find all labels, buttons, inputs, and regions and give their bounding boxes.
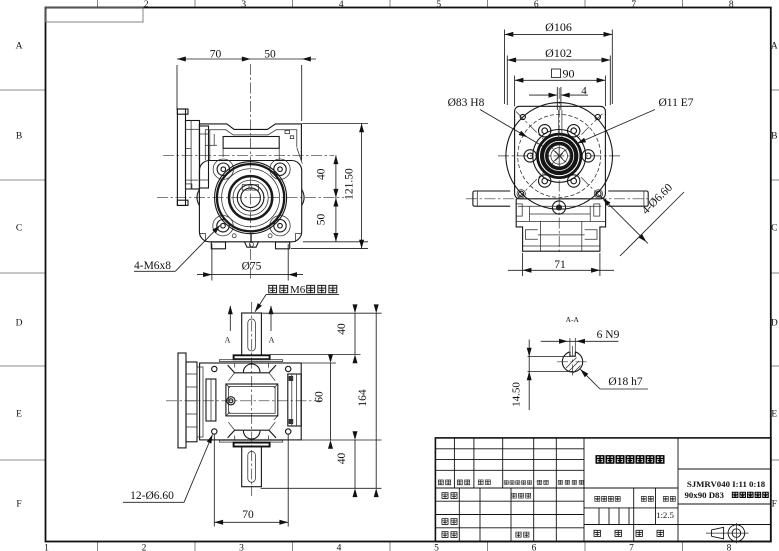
- svg-text:B: B: [771, 132, 777, 142]
- svg-text:1:2.5: 1:2.5: [656, 510, 674, 520]
- svg-text:90: 90: [563, 66, 575, 80]
- svg-text:121.50: 121.50: [343, 168, 355, 200]
- svg-text:E: E: [16, 410, 22, 420]
- svg-text:M6: M6: [290, 284, 306, 296]
- svg-text:8: 8: [727, 543, 732, 551]
- svg-text:SJMRV040 I:11 0:18: SJMRV040 I:11 0:18: [687, 479, 766, 489]
- svg-text:A: A: [771, 42, 778, 52]
- svg-text:3: 3: [239, 543, 244, 551]
- svg-text:1: 1: [44, 543, 49, 551]
- svg-text:D: D: [16, 319, 23, 329]
- svg-text:4-M6x8: 4-M6x8: [134, 260, 171, 272]
- svg-text:4: 4: [337, 543, 342, 551]
- svg-text:A: A: [269, 336, 275, 345]
- svg-text:50: 50: [316, 214, 328, 226]
- svg-text:70: 70: [210, 48, 222, 60]
- svg-text:8: 8: [729, 0, 734, 10]
- svg-text:2: 2: [144, 0, 149, 10]
- svg-text:D: D: [771, 319, 778, 329]
- svg-text:Ø106: Ø106: [545, 20, 572, 34]
- svg-text:40: 40: [316, 168, 328, 180]
- svg-text:90x90 D83: 90x90 D83: [685, 490, 725, 500]
- svg-text:7: 7: [629, 543, 634, 551]
- svg-text:5: 5: [436, 0, 441, 10]
- svg-text:A: A: [16, 42, 23, 52]
- svg-text:70: 70: [242, 509, 254, 521]
- svg-text:5: 5: [434, 543, 439, 551]
- svg-text:40: 40: [336, 453, 348, 465]
- svg-text:Ø18 h7: Ø18 h7: [608, 376, 642, 388]
- svg-text:Ø102: Ø102: [545, 46, 572, 60]
- svg-text:E: E: [771, 410, 777, 420]
- svg-text:Ø11 E7: Ø11 E7: [658, 97, 693, 109]
- svg-text:164: 164: [357, 389, 369, 407]
- svg-text:6: 6: [534, 0, 539, 10]
- svg-text:60: 60: [314, 391, 326, 403]
- svg-text:B: B: [16, 132, 22, 142]
- svg-text:C: C: [16, 224, 22, 234]
- svg-text:12-Ø6.60: 12-Ø6.60: [130, 490, 174, 502]
- svg-text:Ø75: Ø75: [242, 261, 262, 273]
- svg-text:A: A: [225, 336, 231, 345]
- svg-text:6 N9: 6 N9: [597, 329, 620, 341]
- svg-text:F: F: [772, 500, 777, 510]
- svg-text:C: C: [771, 224, 777, 234]
- svg-text:4: 4: [581, 85, 587, 97]
- svg-text:6: 6: [532, 543, 537, 551]
- svg-text:3: 3: [241, 0, 246, 10]
- svg-text:F: F: [16, 500, 21, 510]
- svg-text:7: 7: [631, 0, 636, 10]
- svg-text:71: 71: [554, 259, 566, 271]
- svg-text:50: 50: [264, 48, 276, 60]
- svg-text:4: 4: [339, 0, 344, 10]
- svg-text:2: 2: [142, 543, 147, 551]
- svg-text:Ø83 H8: Ø83 H8: [448, 97, 485, 109]
- svg-text:40: 40: [336, 323, 348, 335]
- svg-text:14.50: 14.50: [511, 382, 523, 407]
- svg-text:A-A: A-A: [566, 315, 580, 324]
